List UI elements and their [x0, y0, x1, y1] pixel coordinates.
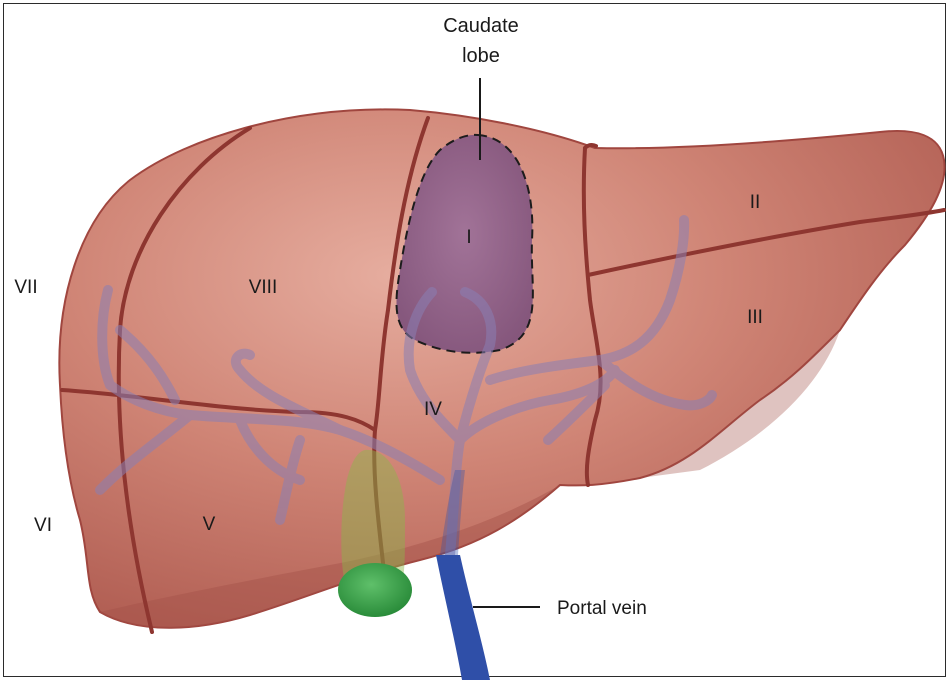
segment-label-V: V [203, 514, 216, 535]
portal-vein-trunk [436, 555, 490, 680]
segment-label-VI: VI [34, 515, 52, 536]
gallbladder-fundus [338, 563, 412, 617]
segment-label-IV: IV [424, 399, 442, 420]
segment-label-III: III [747, 307, 763, 328]
segment-label-VII: VII [14, 277, 37, 298]
segment-label-II: II [750, 192, 761, 213]
caudate-lobe-title-line2: lobe [462, 45, 500, 67]
caudate-lobe-title-line1: Caudate [443, 15, 519, 37]
segment-label-VIII: VIII [249, 277, 278, 298]
portal-vein-label: Portal vein [557, 598, 647, 619]
segment-label-I: I [466, 227, 471, 248]
